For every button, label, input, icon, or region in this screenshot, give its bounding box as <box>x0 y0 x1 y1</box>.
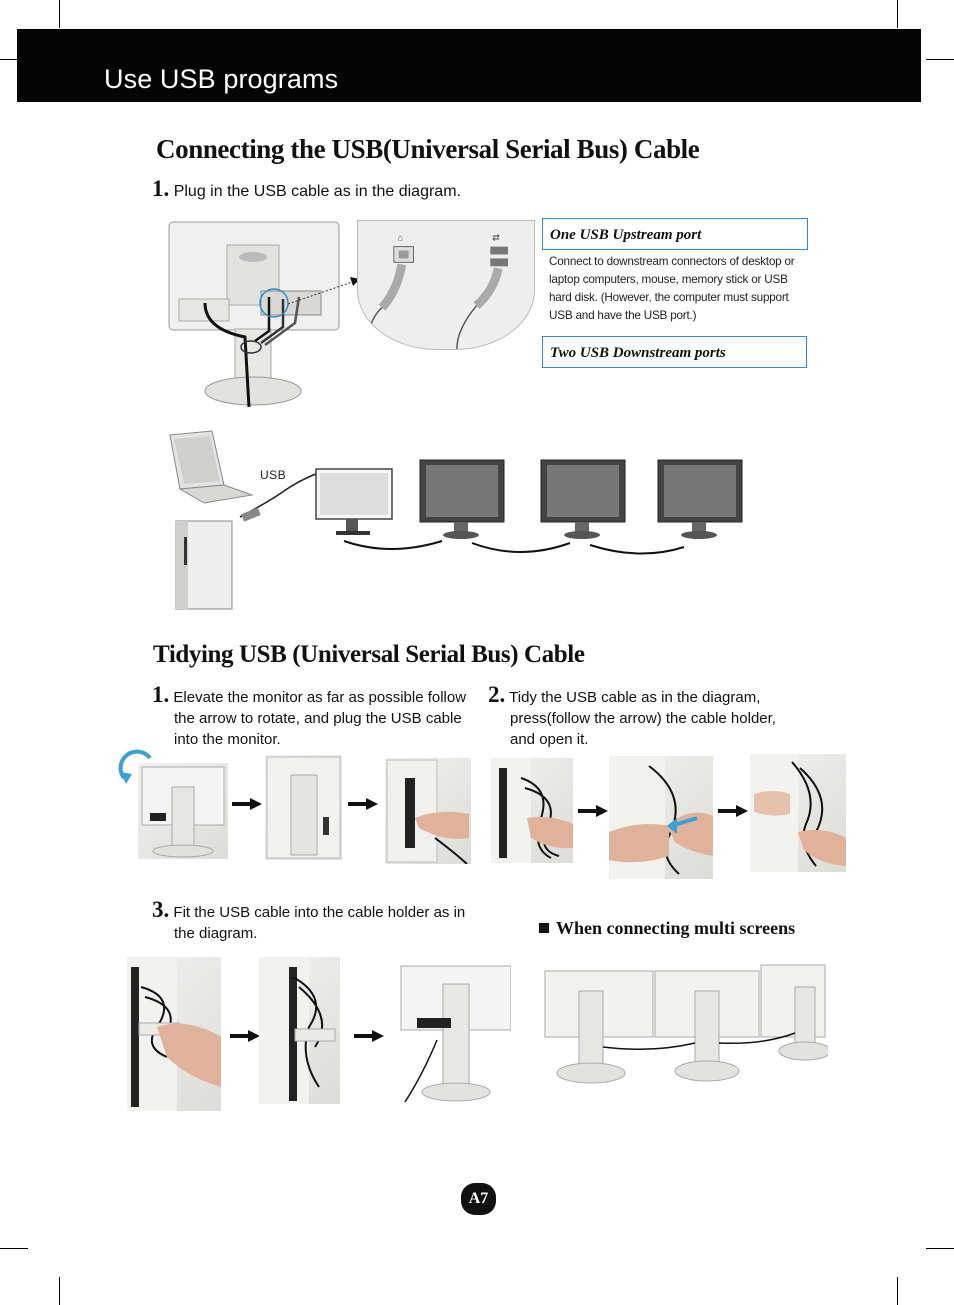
step-line: and open it. <box>510 731 589 748</box>
downstream-port-box: Two USB Downstream ports <box>542 336 807 368</box>
arrow-right-icon <box>230 1030 260 1042</box>
tidy-step-2: 2. Tidy the USB cable as in the diagram,… <box>488 682 808 750</box>
connector-pointer <box>288 277 360 305</box>
monitor-rotate-photo <box>138 763 228 859</box>
upstream-port-box: One USB Upstream port <box>542 218 808 250</box>
plug-usb-photo <box>385 758 471 864</box>
multi-screens-photo <box>543 963 828 1091</box>
step-text: Plug in the USB cable as in the diagram. <box>173 183 461 200</box>
description-line: USB and have the USB port.) <box>549 309 697 322</box>
step-line: press(follow the arrow) the cable holder… <box>510 710 776 727</box>
multi-screen-heading: When connecting multi screens <box>539 918 795 939</box>
tidy-complete-photo <box>393 964 511 1107</box>
tidy-step-3: 3. Fit the USB cable into the cable hold… <box>152 897 482 944</box>
step-number: 1. <box>152 682 170 707</box>
monitor-elevated-photo <box>265 755 342 860</box>
arrow-right-icon <box>354 1030 384 1042</box>
multi-screen-label: When connecting multi screens <box>556 918 796 938</box>
arrow-right-icon <box>232 798 262 810</box>
cable-in-holder-photo <box>259 957 340 1104</box>
open-holder-photo <box>750 754 846 872</box>
header-bar <box>17 29 921 102</box>
svg-text:⌂: ⌂ <box>398 233 403 243</box>
upstream-port-description: Connect to downstream connectors of desk… <box>549 253 807 325</box>
description-line: hard disk. (However, the computer must s… <box>549 291 789 304</box>
step-line: the arrow to rotate, and plug the USB ca… <box>174 710 462 727</box>
page-title: Use USB programs <box>104 64 339 94</box>
rotate-arrow-icon <box>118 749 152 784</box>
cable-bundle-photo <box>491 758 573 863</box>
step-line: into the monitor. <box>174 731 281 748</box>
usb-label: USB <box>260 468 287 482</box>
step-line: Elevate the monitor as far as possible f… <box>173 689 467 706</box>
step-number: 3. <box>152 897 170 922</box>
monitor-back-photo <box>165 219 342 409</box>
crop-mark <box>0 59 28 60</box>
square-bullet-icon <box>539 923 549 933</box>
downstream-port-title: Two USB Downstream ports <box>550 345 726 361</box>
fit-cable-photo <box>127 957 221 1111</box>
arrow-right-icon <box>718 805 748 817</box>
section-title-tidying: Tidying USB (Universal Serial Bus) Cable <box>153 641 585 668</box>
crop-mark <box>897 0 898 28</box>
step-1-plug-in: 1. Plug in the USB cable as in the diagr… <box>152 176 461 202</box>
step-number: 2. <box>488 682 506 707</box>
step-line: Tidy the USB cable as in the diagram, <box>509 689 761 706</box>
usb-port-closeup: ⌂ ⇄ <box>357 220 535 350</box>
page-number-badge: A7 <box>461 1183 496 1215</box>
arrow-right-icon <box>578 805 608 817</box>
crop-mark <box>926 59 954 60</box>
svg-text:⇄: ⇄ <box>492 233 500 243</box>
arrow-right-icon <box>348 798 378 810</box>
crop-mark <box>59 0 60 28</box>
upstream-port-title: One USB Upstream port <box>550 227 702 243</box>
press-holder-photo <box>609 756 713 879</box>
usb-connection-diagram <box>169 430 743 610</box>
step-line: Fit the USB cable into the cable holder … <box>173 904 466 921</box>
crop-mark <box>897 1277 898 1305</box>
step-line: the diagram. <box>174 925 258 942</box>
crop-mark <box>0 1248 28 1249</box>
crop-mark <box>59 1277 60 1305</box>
step-number: 1. <box>152 176 170 201</box>
crop-mark <box>926 1248 954 1249</box>
tidy-step-1: 1. Elevate the monitor as far as possibl… <box>152 682 482 750</box>
section-title-connecting: Connecting the USB(Universal Serial Bus)… <box>156 134 700 164</box>
description-line: laptop computers, mouse, memory stick or… <box>549 273 788 286</box>
description-line: Connect to downstream connectors of desk… <box>549 255 795 268</box>
